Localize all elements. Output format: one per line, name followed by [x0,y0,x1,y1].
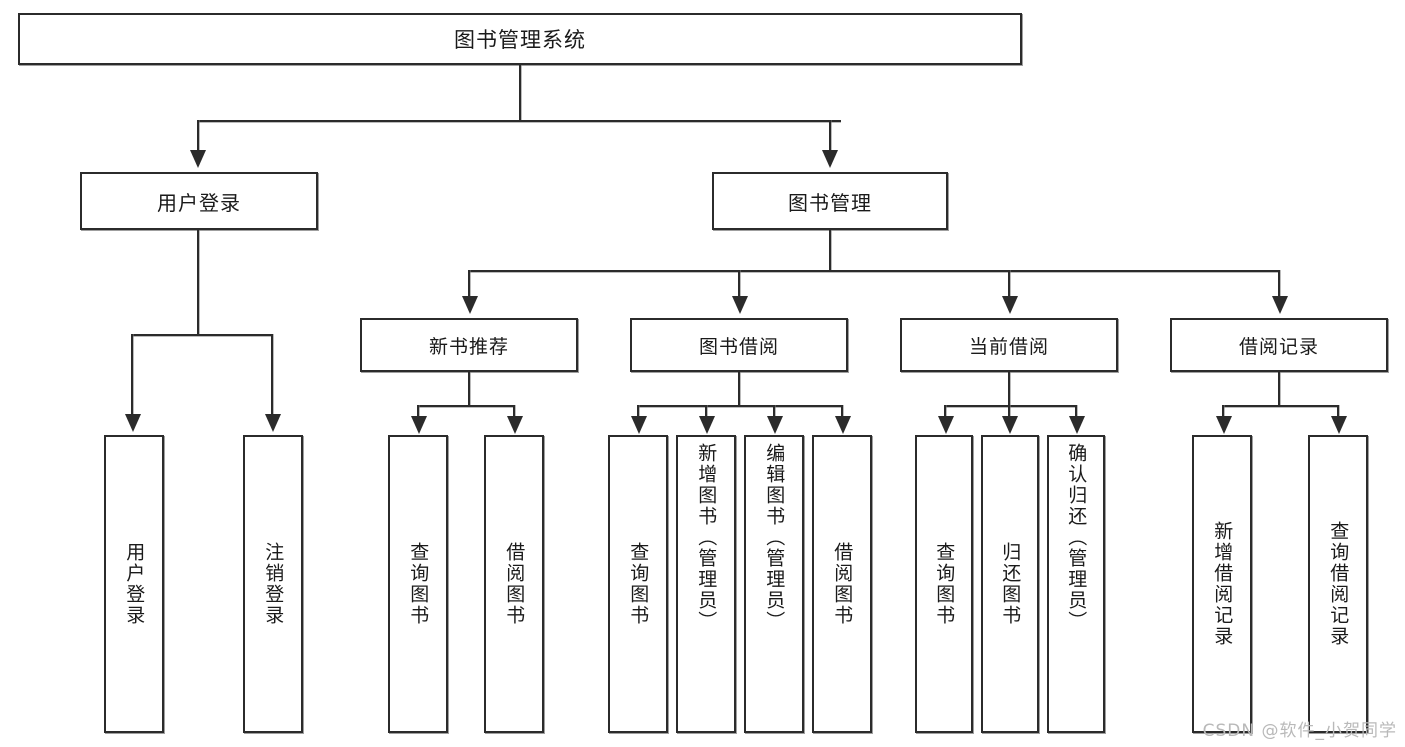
node-label: 新增图书（管理员） [695,443,718,632]
connector-drop-leaf-borrow-book-2 [841,405,843,419]
node-label: 注销登录 [262,542,285,626]
connector-drop-leaf-add-record [1222,405,1224,419]
node-borrow-record[interactable]: 借阅记录 [1170,318,1388,372]
node-leaf-query-book-1[interactable]: 查询图书 [388,435,448,733]
node-label: 借阅记录 [1238,335,1319,358]
connector-drop-user-login [197,120,199,152]
node-label: 确认归还（管理员） [1065,443,1088,632]
node-leaf-query-record[interactable]: 查询借阅记录 [1308,435,1368,733]
connector-drop-leaf-query-book-2 [637,405,639,419]
node-book-borrow[interactable]: 图书借阅 [630,318,848,372]
node-leaf-confirm-return[interactable]: 确认归还（管理员） [1047,435,1105,733]
node-leaf-edit-book[interactable]: 编辑图书（管理员） [744,435,804,733]
arrowhead-leaf-borrow-book-1 [507,416,523,434]
node-label: 图书管理 [788,190,872,215]
connector-drop-leaf-return-book [1008,405,1010,419]
arrowhead-leaf-edit-book [767,416,783,434]
connector-borrow-record-bus [1222,405,1338,407]
connector-new-book-recommend-bus [417,405,514,407]
arrowhead-leaf-add-record [1216,416,1232,434]
connector-drop-book-borrow [738,270,740,298]
node-book-management-system[interactable]: 图书管理系统 [18,13,1022,65]
node-user-login[interactable]: 用户登录 [80,172,318,230]
connector-drop-borrow-record [1278,270,1280,298]
node-label: 图书管理系统 [454,28,586,52]
arrowhead-leaf-user-login [125,414,141,432]
node-current-borrow[interactable]: 当前借阅 [900,318,1118,372]
connector-user-login-stem [197,230,199,334]
connector-book-borrow-bus [637,405,842,407]
arrowhead-leaf-query-book-2 [631,416,647,434]
connector-current-borrow-stem [1008,372,1010,406]
node-leaf-logout[interactable]: 注销登录 [243,435,303,733]
connector-borrow-record-stem [1278,372,1280,406]
node-label: 用户登录 [157,190,241,215]
connector-drop-leaf-user-login [131,334,133,416]
arrowhead-leaf-query-book-3 [938,416,954,434]
node-label: 查询图书 [933,542,956,626]
arrowhead-user-login [190,150,206,168]
node-label: 查询图书 [627,542,650,626]
connector-level2-bus [468,270,1278,272]
connector-drop-leaf-query-book-3 [944,405,946,419]
arrowhead-leaf-query-record [1331,416,1347,434]
connector-drop-current-borrow [1008,270,1010,298]
arrowhead-leaf-return-book [1002,416,1018,434]
node-label: 归还图书 [999,542,1022,626]
arrowhead-book-borrow [732,296,748,314]
connector-user-login-bus [131,334,271,336]
node-leaf-borrow-book-1[interactable]: 借阅图书 [484,435,544,733]
node-label: 用户登录 [123,542,146,626]
arrowhead-leaf-borrow-book-2 [835,416,851,434]
node-leaf-query-book-2[interactable]: 查询图书 [608,435,668,733]
node-label: 新增借阅记录 [1211,521,1234,647]
connector-drop-new-book-recommend [468,270,470,298]
node-leaf-add-book[interactable]: 新增图书（管理员） [676,435,736,733]
connector-drop-leaf-query-book-1 [417,405,419,419]
connector-drop-leaf-add-book [705,405,707,419]
node-leaf-return-book[interactable]: 归还图书 [981,435,1039,733]
connector-drop-leaf-edit-book [773,405,775,419]
connector-drop-leaf-borrow-book-1 [513,405,515,419]
arrowhead-borrow-record [1272,296,1288,314]
node-label: 新书推荐 [428,335,509,358]
connector-drop-leaf-logout [271,334,273,416]
connector-root-stem [519,65,521,120]
arrowhead-leaf-confirm-return [1069,416,1085,434]
arrowhead-leaf-add-book [699,416,715,434]
arrowhead-leaf-query-book-1 [411,416,427,434]
node-leaf-query-book-3[interactable]: 查询图书 [915,435,973,733]
node-leaf-borrow-book-2[interactable]: 借阅图书 [812,435,872,733]
node-label: 图书借阅 [698,335,779,358]
connector-new-book-recommend-stem [468,372,470,406]
connector-drop-leaf-confirm-return [1075,405,1077,419]
node-label: 借阅图书 [503,542,526,626]
node-label: 查询借阅记录 [1327,521,1350,647]
node-leaf-user-login[interactable]: 用户登录 [104,435,164,733]
connector-book-management-stem [829,230,831,272]
node-new-book-recommend[interactable]: 新书推荐 [360,318,578,372]
connector-current-borrow-bus [944,405,1076,407]
connector-drop-book-management [829,120,831,152]
node-book-management[interactable]: 图书管理 [712,172,948,230]
arrowhead-current-borrow [1002,296,1018,314]
node-label: 借阅图书 [831,542,854,626]
node-label: 编辑图书（管理员） [763,443,786,632]
node-leaf-add-record[interactable]: 新增借阅记录 [1192,435,1252,733]
arrowhead-leaf-logout [265,414,281,432]
connector-book-borrow-stem [738,372,740,406]
connector-drop-leaf-query-record [1337,405,1339,419]
arrowhead-book-management [822,150,838,168]
connector-level1-bus [197,120,841,122]
node-label: 查询图书 [407,542,430,626]
arrowhead-new-book-recommend [462,296,478,314]
node-label: 当前借阅 [968,335,1049,358]
